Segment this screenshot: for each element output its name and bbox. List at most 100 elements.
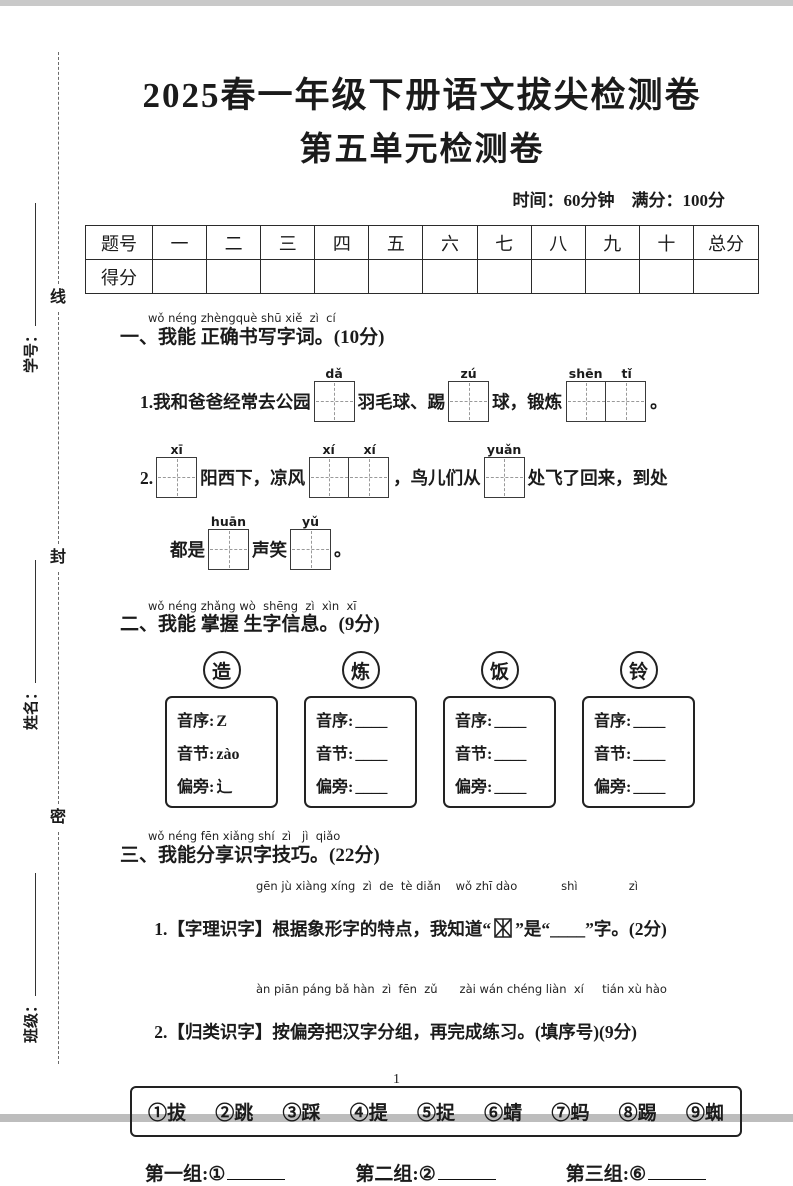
- name-blank[interactable]: [33, 560, 36, 683]
- bank-item: ⑦蚂: [551, 1102, 590, 1124]
- char-card-zao: 造 音序:Z 音节:zào 偏旁:辶: [165, 651, 278, 809]
- seal-char-mi: 密: [50, 809, 67, 827]
- pianpang-blank[interactable]: ____: [355, 779, 388, 797]
- item-2-text: 按偏旁把汉字分组，再完成练习。(填序号)(9分): [272, 1021, 637, 1042]
- yinxu-label: 音序:: [316, 713, 354, 731]
- yinxu-blank[interactable]: ____: [494, 713, 527, 731]
- class-blank[interactable]: [33, 873, 36, 996]
- item-2-tag: 【归类识字】: [167, 1021, 273, 1042]
- group-3-label: 第三组:: [565, 1163, 630, 1185]
- character-bank: ①拔 ②跳 ③踩 ④提 ⑤捉 ⑥蜻 ⑦蚂 ⑧踢 ⑨蜘: [130, 1085, 742, 1137]
- card-info-box: 音序:____ 音节:____ 偏旁:____: [443, 696, 556, 809]
- card-char: 饭: [489, 661, 509, 683]
- score-cell[interactable]: [151, 259, 208, 294]
- seal-dash-line: [57, 52, 59, 285]
- yinxu-blank[interactable]: ____: [633, 713, 666, 731]
- writing-box-huan[interactable]: huān: [208, 514, 249, 570]
- writing-box-cell[interactable]: [483, 456, 525, 498]
- pinyin-huan: huān: [210, 513, 247, 529]
- pianpang-label: 偏旁:: [594, 779, 632, 797]
- bank-item: ⑤捉: [416, 1102, 455, 1124]
- card-char-circle: 铃: [619, 651, 658, 690]
- question-1-text-4: 。: [650, 391, 668, 412]
- writing-box-da[interactable]: dǎ: [313, 365, 355, 422]
- seal-char-xian: 线: [50, 289, 67, 307]
- seal-dash-line: [57, 571, 59, 805]
- score-table-col: 八: [530, 225, 586, 260]
- yinjie-blank[interactable]: ____: [494, 746, 527, 764]
- group-2-given: ②: [418, 1163, 436, 1185]
- time-score-info: 时间：60分钟 满分：100分: [512, 191, 726, 210]
- score-table-col-total: 总分: [693, 225, 759, 260]
- card-info-box: 音序:____ 音节:____ 偏旁:____: [582, 696, 695, 809]
- score-table-col: 七: [476, 225, 532, 260]
- student-id-blank[interactable]: [33, 203, 36, 326]
- score-table-col: 二: [206, 225, 262, 260]
- score-row-label: 得分: [85, 259, 153, 294]
- section-one-heading: wǒ néng zhèngquè shū xiě zì cí 一、我能 正确书写…: [120, 311, 759, 350]
- writing-box-zu[interactable]: zú: [448, 366, 490, 422]
- writing-box-cell[interactable]: [208, 528, 249, 570]
- score-table-col: 六: [422, 225, 478, 260]
- writing-box-xi[interactable]: xī: [156, 442, 198, 498]
- writing-box-xixi[interactable]: xí xí: [308, 442, 390, 498]
- card-info-box: 音序:____ 音节:____ 偏旁:____: [304, 696, 417, 809]
- score-cell[interactable]: [314, 259, 370, 294]
- pinyin-yuan: yuǎn: [486, 441, 522, 457]
- pinyin-da: dǎ: [325, 365, 343, 381]
- question-2-text-6: 。: [334, 539, 352, 560]
- score-cell[interactable]: [476, 259, 532, 294]
- group-2: 第二组: ②: [355, 1159, 496, 1186]
- writing-box-cell[interactable]: [156, 456, 198, 498]
- scan-edge-top: [0, 0, 793, 6]
- score-cell[interactable]: [206, 259, 262, 294]
- card-char: 炼: [350, 661, 370, 683]
- writing-box-cell[interactable]: [308, 456, 350, 498]
- score-cell[interactable]: [368, 259, 424, 294]
- yinjie-blank[interactable]: ____: [355, 746, 388, 764]
- group-answers-row: 第一组: ① 第二组: ② 第三组: ⑥: [145, 1159, 759, 1186]
- score-cell[interactable]: [422, 259, 478, 294]
- item-zili-shizi: gēn jù xiàng xíng zì de tè diǎn wǒ zhī d…: [128, 879, 759, 970]
- item-1-answer-blank[interactable]: ____: [550, 919, 586, 940]
- writing-box-cell[interactable]: [565, 380, 607, 422]
- score-cell-total[interactable]: [693, 259, 759, 294]
- writing-box-shenti[interactable]: shēn tǐ: [565, 366, 647, 422]
- card-char-circle: 炼: [341, 651, 380, 690]
- pianpang-blank[interactable]: ____: [494, 779, 527, 797]
- score-table: 题号 一 二 三 四 五 六 七 八 九 十 总分 得分: [85, 225, 759, 294]
- writing-box-cell[interactable]: [448, 380, 490, 422]
- writing-box-cell[interactable]: [290, 528, 331, 570]
- group-3-blank[interactable]: [648, 1176, 707, 1180]
- yinjie-blank[interactable]: ____: [633, 746, 666, 764]
- item-2-pinyin: àn piān páng bǎ hàn zì fēn zǔ zài wán ch…: [256, 982, 667, 997]
- writing-box-cell[interactable]: [313, 380, 355, 422]
- score-table-col: 五: [368, 225, 424, 260]
- group-2-blank[interactable]: [437, 1176, 496, 1180]
- pianpang-blank[interactable]: ____: [633, 779, 666, 797]
- bank-item: ①拔: [148, 1102, 187, 1124]
- yinxu-blank[interactable]: ____: [355, 713, 388, 731]
- question-2-text-1: 阳西下，凉风: [200, 467, 306, 488]
- yinxu-label: 音序:: [177, 713, 215, 731]
- group-1-blank[interactable]: [227, 1176, 286, 1180]
- score-cell[interactable]: [530, 259, 586, 294]
- seal-line-column: 线 封 密: [50, 52, 67, 1065]
- question-2-text-5: 声笑: [252, 539, 287, 560]
- item-2-number: 2.: [154, 1021, 168, 1042]
- writing-box-cell[interactable]: [605, 380, 647, 422]
- writing-box-yu[interactable]: yǔ: [290, 514, 331, 570]
- score-table-col: 十: [638, 225, 695, 260]
- writing-box-yuan[interactable]: yuǎn: [483, 441, 525, 498]
- score-cell[interactable]: [638, 259, 695, 294]
- score-cell[interactable]: [260, 259, 316, 294]
- bank-item: ②跳: [215, 1102, 254, 1124]
- bank-item: ⑧踢: [618, 1102, 657, 1124]
- section-three-pinyin: wǒ néng fēn xiǎng shí zì jì qiǎo: [148, 829, 341, 844]
- yinxu-value: Z: [216, 713, 228, 731]
- score-table-col: 一: [151, 225, 208, 260]
- score-cell[interactable]: [584, 259, 640, 294]
- pinyin-xi3: xí: [363, 441, 376, 457]
- writing-box-cell[interactable]: [348, 456, 390, 498]
- card-char-circle: 造: [202, 651, 241, 690]
